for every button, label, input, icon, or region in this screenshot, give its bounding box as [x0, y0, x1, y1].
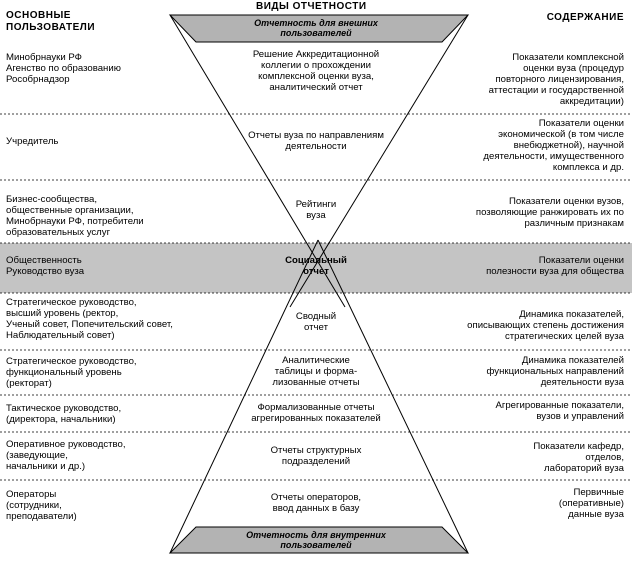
hourglass-lines [169, 14, 469, 554]
row-report: Сводный отчет [295, 311, 337, 333]
row-report: Решение Аккредитационной коллегии о прох… [252, 49, 380, 93]
row-content: Динамика показателей функциональных напр… [486, 355, 624, 388]
bottom-banner-shape [168, 526, 470, 554]
row-report: Аналитические таблицы и форма- лизованны… [272, 355, 360, 388]
row-content: Первичные (оперативные) данные вуза [558, 487, 624, 520]
row-users: Оперативное руководство, (заведующие, на… [6, 439, 126, 472]
row-report: Отчеты структурных подразделений [270, 445, 362, 467]
row-content: Динамика показателей, описывающих степен… [467, 309, 624, 342]
row-report: Социальный отчет [285, 255, 347, 277]
row-content: Показатели кафедр, отделов, лабораторий … [533, 441, 624, 474]
row-users: Операторы (сотрудники, преподаватели) [6, 489, 77, 522]
row-content: Показатели комплексной оценки вуза (проц… [488, 52, 624, 107]
row-separators [0, 113, 632, 481]
top-banner-text: Отчетность для внешних пользователей [254, 18, 378, 38]
header-content: СОДЕРЖАНИЕ [546, 12, 624, 23]
row-report: Отчеты вуза по направлениям деятельности [248, 130, 384, 152]
row-users: Общественность Руководство вуза [6, 255, 85, 277]
row-users: Учредитель [6, 136, 59, 147]
row-users: Стратегическое руководство, функциональн… [6, 356, 137, 389]
top-banner-shape [168, 14, 470, 43]
row-users: Минобрнауки РФ Агенство по образованию Р… [6, 52, 121, 85]
row-users: Тактическое руководство, (директора, нач… [6, 403, 122, 425]
header-users: ОСНОВНЫЕ ПОЛЬЗОВАТЕЛИ [6, 10, 96, 33]
row-content: Показатели оценки вузов, позволяющие ран… [475, 196, 624, 229]
row-content: Показатели оценки полезности вуза для об… [486, 255, 624, 277]
bottom-banner-text: Отчетность для внутренних пользователей [246, 530, 386, 550]
row-users: Стратегическое руководство, высший урове… [6, 297, 173, 341]
header-report-types: ВИДЫ ОТЧЕТНОСТИ [256, 1, 367, 12]
row-content: Показатели оценки экономической (в том ч… [483, 118, 624, 173]
highlight-row-band [0, 243, 632, 293]
row-content: Агрегированные показатели, вузов и управ… [495, 400, 624, 422]
row-users: Бизнес-сообщества, общественные организа… [6, 194, 144, 238]
row-report: Формализованные отчеты агрегированных по… [251, 402, 381, 424]
row-report: Рейтинги вуза [295, 199, 337, 221]
row-report: Отчеты операторов, ввод данных в базу [270, 492, 362, 514]
